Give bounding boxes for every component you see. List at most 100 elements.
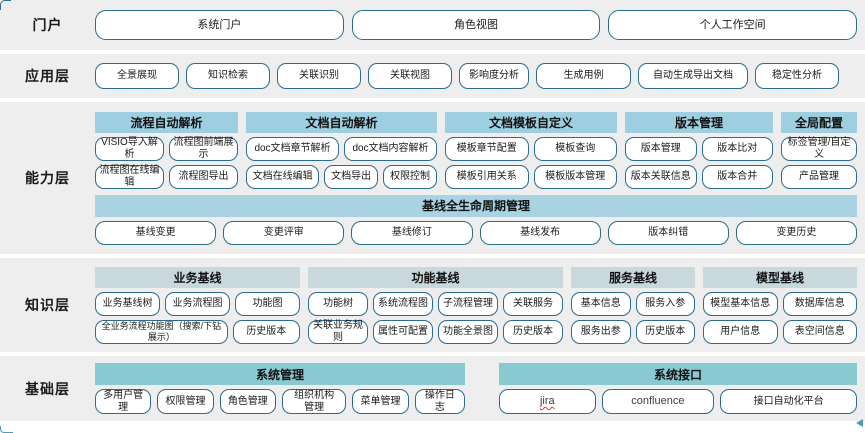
cap-item-template-query[interactable]: 模板查询 — [533, 136, 617, 161]
knowledge-group-model-baseline: 模型基线 模型基本信息 数据库信息 用户信息 表空间信息 — [703, 266, 857, 344]
portal-item-role-view[interactable]: 角色视图 — [351, 10, 601, 40]
cap-item-template-chapter-config[interactable]: 模板章节配置 — [445, 136, 529, 161]
group-head-model-baseline: 模型基线 — [703, 266, 857, 288]
found-item-role-management[interactable]: 角色管理 — [219, 389, 276, 414]
group-head-function-baseline: 功能基线 — [308, 266, 563, 288]
decorative-corner-top-left — [0, 0, 11, 10]
capability-group-row: 流程自动解析 VISIO导入解析 流程图前端展示 流程图在线编辑 流程图导出 文… — [95, 111, 857, 189]
cap-item-permission-control[interactable]: 权限控制 — [383, 164, 438, 189]
found-item-org-structure-management[interactable]: 组织机构管理 — [281, 389, 347, 414]
group-head-service-baseline: 服务基线 — [571, 266, 695, 288]
found-item-operation-log[interactable]: 操作日志 — [414, 389, 465, 414]
kn-item-model-basic-info[interactable]: 模型基本信息 — [703, 291, 778, 316]
baseline-item-change[interactable]: 基线变更 — [95, 220, 217, 245]
kn-item-full-business-flow-function-map[interactable]: 全业务流程功能图（搜索/下钻展示） — [95, 319, 228, 344]
capability-group-version-mgmt: 版本管理 版本管理 版本比对 版本关联信息 版本合并 — [625, 111, 773, 189]
kn-item-user-info[interactable]: 用户信息 — [703, 319, 778, 344]
confluence-logo-text: confluence — [631, 395, 685, 408]
cap-item-flowchart-export[interactable]: 流程图导出 — [169, 164, 238, 189]
foundation-column-row: 系统管理 多用户管理 权限管理 角色管理 组织机构管理 菜单管理 操作日志 系统… — [95, 363, 858, 414]
app-item-knowledge-search[interactable]: 知识检索 — [186, 63, 270, 89]
kn-item-basic-info[interactable]: 基本信息 — [571, 291, 631, 316]
cap-item-version-relation-info[interactable]: 版本关联信息 — [625, 164, 697, 189]
kn-item-related-service[interactable]: 关联服务 — [503, 291, 563, 316]
app-item-generate-usecase[interactable]: 生成用例 — [536, 63, 631, 89]
kn-item-system-flowchart[interactable]: 系统流程图 — [373, 291, 433, 316]
capability-group-doc-template: 文档模板自定义 模板章节配置 模板查询 模板引用关系 模板版本管理 — [445, 111, 617, 189]
portal-button-row: 系统门户 角色视图 个人工作空间 — [95, 10, 858, 40]
found-item-multi-user-management[interactable]: 多用户管理 — [95, 389, 152, 414]
foundation-column-system-interface: 系统接口 jira confluence 接口自动化平台 — [499, 363, 858, 414]
kn-item-attribute-configurable[interactable]: 属性可配置 — [373, 319, 433, 344]
app-item-stability-analysis[interactable]: 稳定性分析 — [755, 63, 839, 89]
app-item-relation-recognition[interactable]: 关联识别 — [277, 63, 361, 89]
knowledge-group-service-baseline: 服务基线 基本信息 服务入参 服务出参 历史版本 — [571, 266, 695, 344]
banner-head-baseline-lifecycle: 基线全生命周期管理 — [95, 194, 857, 217]
group-head-version-mgmt: 版本管理 — [625, 111, 773, 133]
layer-label-portal: 门户 — [32, 17, 63, 33]
group-head-business-baseline: 业务基线 — [95, 266, 300, 288]
found-item-interface-automation-platform[interactable]: 接口自动化平台 — [720, 389, 858, 414]
layer-label-capability: 能力层 — [25, 170, 70, 186]
capability-group-doc-parse: 文档自动解析 doc文档章节解析 doc文档内容解析 文档在线编辑 文档导出 权… — [246, 111, 438, 189]
cap-item-tag-mgmt-custom[interactable]: 标签管理/自定义 — [781, 136, 857, 161]
cap-item-doc-export[interactable]: 文档导出 — [324, 164, 379, 189]
baseline-item-change-history[interactable]: 变更历史 — [735, 220, 858, 245]
layer-foundation: 基础层 系统管理 多用户管理 权限管理 角色管理 组织机构管理 菜单管理 操作日… — [0, 356, 865, 421]
found-item-permission-management[interactable]: 权限管理 — [157, 389, 214, 414]
layer-label-application: 应用层 — [25, 68, 70, 84]
kn-item-related-business-rule[interactable]: 关联业务规则 — [308, 319, 368, 344]
kn-item-business-flowchart[interactable]: 业务流程图 — [165, 291, 230, 316]
app-item-impact-analysis[interactable]: 影响度分析 — [459, 63, 529, 89]
cap-item-template-reference-relation[interactable]: 模板引用关系 — [445, 164, 529, 189]
cap-item-product-management[interactable]: 产品管理 — [781, 164, 857, 189]
kn-item-history-version-business[interactable]: 历史版本 — [232, 319, 300, 344]
kn-item-history-version-service[interactable]: 历史版本 — [635, 319, 695, 344]
kn-item-function-panorama[interactable]: 功能全景图 — [438, 319, 498, 344]
kn-item-business-baseline-tree[interactable]: 业务基线树 — [95, 291, 160, 316]
cap-item-version-compare[interactable]: 版本比对 — [701, 136, 773, 161]
layer-application: 应用层 全景展现 知识检索 关联识别 关联视图 影响度分析 生成用例 自动生成导… — [0, 54, 865, 98]
cap-item-visio-import-parse[interactable]: VISIO导入解析 — [95, 136, 164, 161]
baseline-item-change-review[interactable]: 变更评审 — [223, 220, 345, 245]
found-item-jira[interactable]: jira — [499, 389, 596, 414]
group-head-global-config: 全局配置 — [781, 111, 857, 133]
app-item-panorama[interactable]: 全景展现 — [95, 63, 179, 89]
cap-item-template-version-mgmt[interactable]: 模板版本管理 — [533, 164, 617, 189]
cap-item-flowchart-frontend-display[interactable]: 流程图前端展示 — [169, 136, 238, 161]
group-head-doc-template: 文档模板自定义 — [445, 111, 617, 133]
capability-group-process-parse: 流程自动解析 VISIO导入解析 流程图前端展示 流程图在线编辑 流程图导出 — [95, 111, 238, 189]
app-item-auto-export-doc[interactable]: 自动生成导出文档 — [638, 63, 748, 89]
knowledge-group-function-baseline: 功能基线 功能树 系统流程图 子流程管理 关联服务 关联业务规则 属性可配置 功… — [308, 266, 563, 344]
kn-item-function-tree[interactable]: 功能树 — [308, 291, 368, 316]
kn-item-history-version-function[interactable]: 历史版本 — [503, 319, 563, 344]
kn-item-database-info[interactable]: 数据库信息 — [782, 291, 857, 316]
baseline-item-revision[interactable]: 基线修订 — [351, 220, 473, 245]
portal-item-system-portal[interactable]: 系统门户 — [95, 10, 344, 40]
cap-item-version-merge[interactable]: 版本合并 — [701, 164, 773, 189]
kn-item-subprocess-management[interactable]: 子流程管理 — [438, 291, 498, 316]
kn-item-service-input-param[interactable]: 服务入参 — [635, 291, 695, 316]
baseline-item-version-correction[interactable]: 版本纠错 — [607, 220, 729, 245]
found-item-confluence[interactable]: confluence — [601, 389, 715, 414]
cap-item-version-management[interactable]: 版本管理 — [625, 136, 697, 161]
found-item-menu-management[interactable]: 菜单管理 — [352, 389, 409, 414]
cap-item-doc-content-parse[interactable]: doc文档内容解析 — [344, 136, 437, 161]
cap-item-doc-chapter-parse[interactable]: doc文档章节解析 — [246, 136, 339, 161]
layer-capability: 能力层 流程自动解析 VISIO导入解析 流程图前端展示 流程图在线编辑 流程图… — [0, 102, 865, 254]
kn-item-tablespace-info[interactable]: 表空间信息 — [782, 319, 857, 344]
layer-portal: 门户 系统门户 角色视图 个人工作空间 — [0, 0, 865, 50]
baseline-item-release[interactable]: 基线发布 — [479, 220, 601, 245]
capability-group-global-config: 全局配置 标签管理/自定义 产品管理 — [781, 111, 857, 189]
cap-item-doc-online-edit[interactable]: 文档在线编辑 — [246, 164, 320, 189]
portal-item-personal-workspace[interactable]: 个人工作空间 — [608, 10, 858, 40]
group-head-system-interface: 系统接口 — [499, 363, 857, 385]
knowledge-group-business-baseline: 业务基线 业务基线树 业务流程图 功能图 全业务流程功能图（搜索/下钻展示） 历… — [95, 266, 300, 344]
knowledge-group-row: 业务基线 业务基线树 业务流程图 功能图 全业务流程功能图（搜索/下钻展示） 历… — [95, 266, 857, 344]
cap-item-flowchart-online-edit[interactable]: 流程图在线编辑 — [95, 164, 164, 189]
foundation-column-system-management: 系统管理 多用户管理 权限管理 角色管理 组织机构管理 菜单管理 操作日志 — [95, 363, 465, 414]
kn-item-function-diagram[interactable]: 功能图 — [235, 291, 300, 316]
kn-item-service-output-param[interactable]: 服务出参 — [571, 319, 631, 344]
app-item-relation-view[interactable]: 关联视图 — [368, 63, 452, 89]
decorative-corner-bottom-left — [0, 426, 13, 433]
